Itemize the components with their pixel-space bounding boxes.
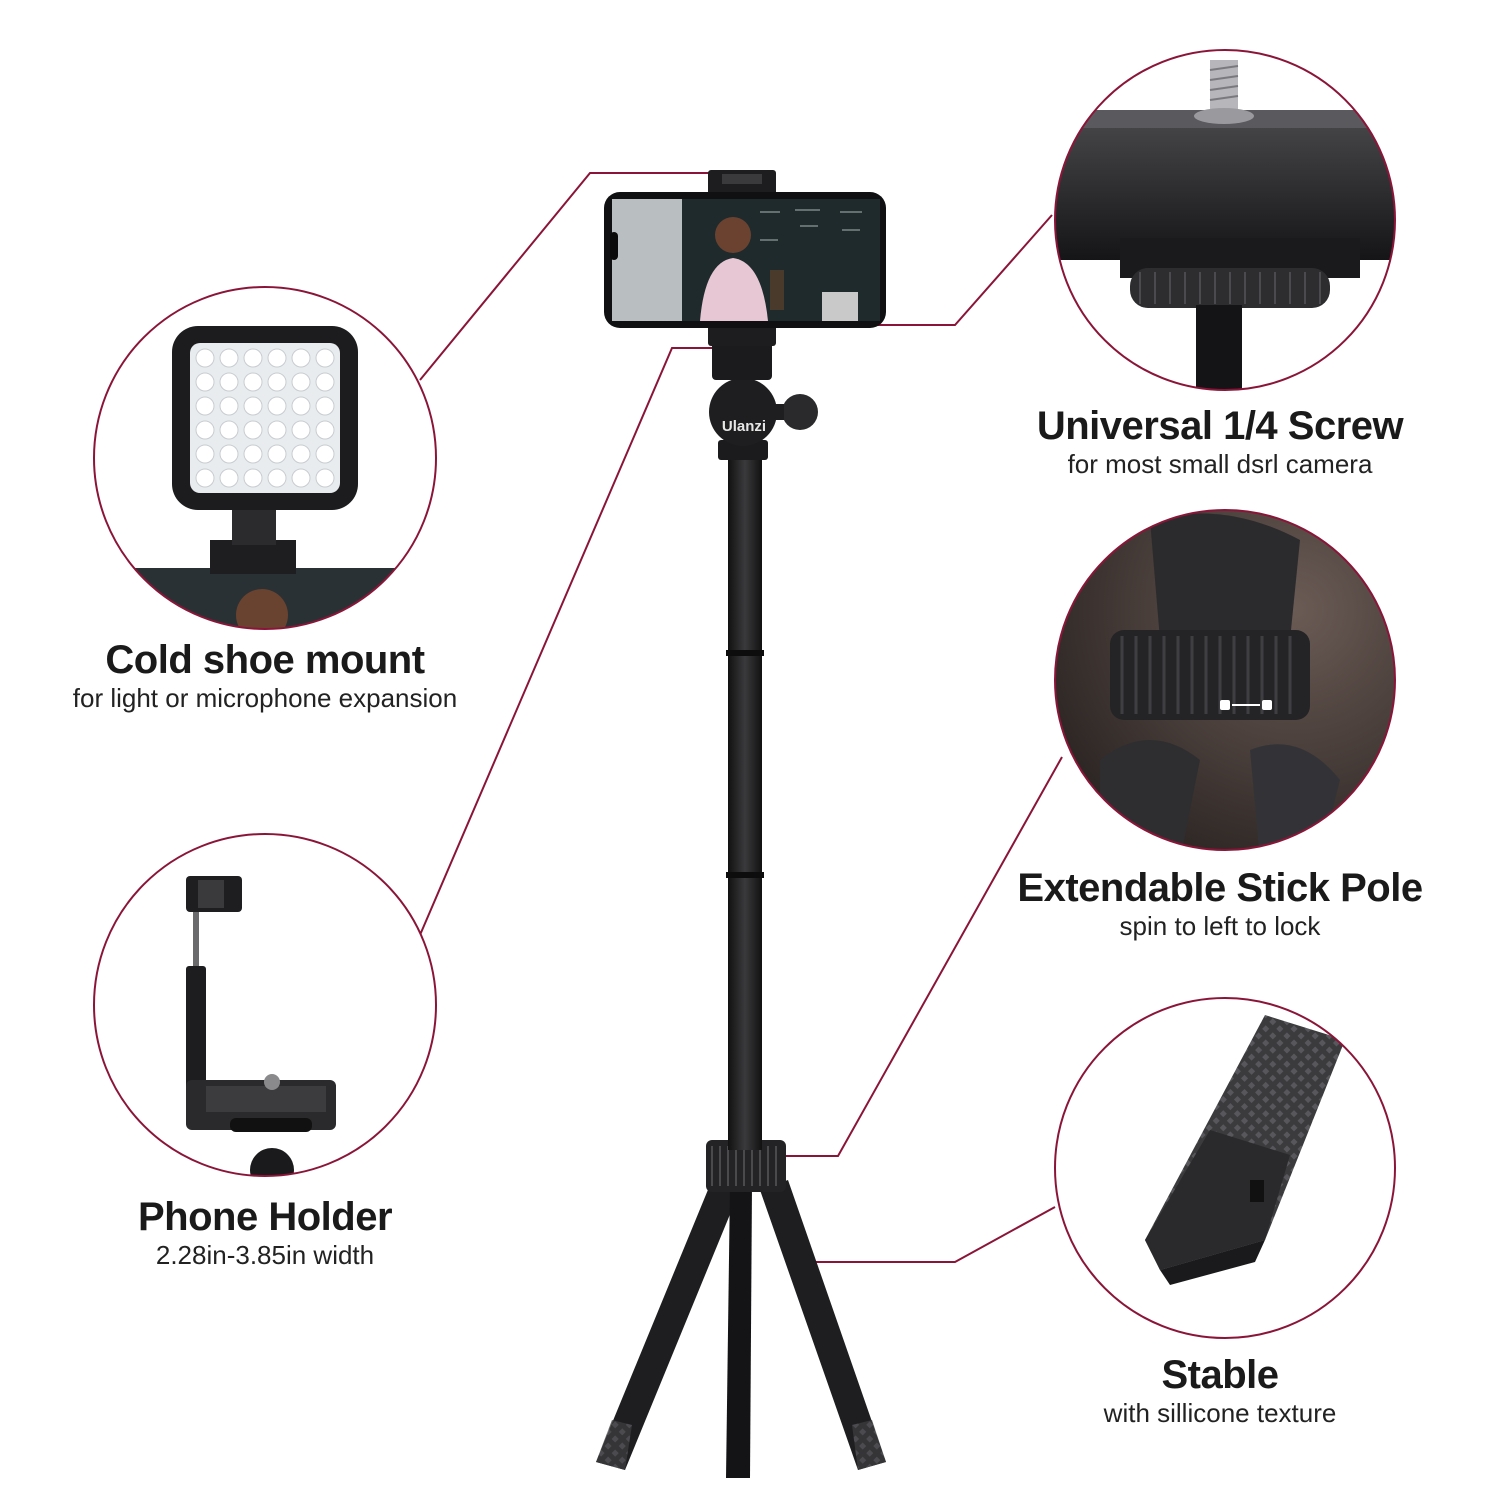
tripod-leg-left xyxy=(596,1180,740,1470)
lock-arrow-icon xyxy=(1220,700,1272,710)
brand-mark: Ulanzi xyxy=(722,418,766,435)
connector-cold-shoe xyxy=(419,172,730,381)
feature-title: Cold shoe mount xyxy=(105,638,425,682)
connector-stable xyxy=(795,1206,1056,1263)
detail-circle-stable xyxy=(1054,997,1396,1339)
feature-subtitle: with sillicone texture xyxy=(1103,1398,1337,1428)
feature-subtitle: spin to left to lock xyxy=(1119,911,1321,941)
feature-title: Universal 1/4 Screw xyxy=(1036,404,1404,448)
feature-title: Stable xyxy=(1161,1353,1279,1397)
tripod-leg-center xyxy=(726,1185,752,1478)
tripod-leg-right xyxy=(760,1180,886,1470)
extendable-pole xyxy=(728,440,762,1150)
tripod-stand: Ulanzi xyxy=(596,170,886,1478)
feature-extendable-pole: Extendable Stick Pole spin to left to lo… xyxy=(970,866,1470,942)
feature-subtitle: 2.28in-3.85in width xyxy=(155,1240,375,1270)
person-head xyxy=(715,217,751,253)
leg-hub xyxy=(706,1140,786,1192)
feature-title: Extendable Stick Pole xyxy=(1017,866,1423,910)
feature-subtitle: for light or microphone expansion xyxy=(72,683,458,713)
detail-circle-pole-lock xyxy=(1054,509,1396,851)
detail-circle-phone-holder xyxy=(93,833,437,1177)
feature-subtitle: for most small dsrl camera xyxy=(1067,449,1373,479)
lock-collar xyxy=(1110,630,1310,720)
detail-circle-cold-shoe xyxy=(93,286,437,630)
feature-title: Phone Holder xyxy=(137,1195,393,1239)
feature-phone-holder: Phone Holder 2.28in-3.85in width xyxy=(20,1195,510,1271)
connector-pole xyxy=(770,756,1063,1157)
feature-stable: Stable with sillicone texture xyxy=(970,1353,1470,1429)
ball-head xyxy=(709,378,777,446)
feature-cold-shoe: Cold shoe mount for light or microphone … xyxy=(20,638,510,714)
feature-screw: Universal 1/4 Screw for most small dsrl … xyxy=(970,404,1470,480)
detail-circle-screw xyxy=(1054,49,1396,391)
